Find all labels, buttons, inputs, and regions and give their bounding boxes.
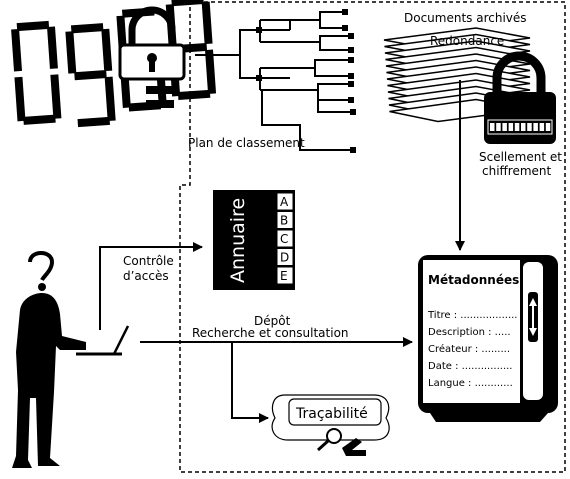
seal-label-line1: Scellement et (479, 150, 562, 164)
traceability-label: Traçabilité (295, 406, 368, 422)
digit-0 (11, 20, 62, 125)
seal-slot (490, 123, 495, 131)
directory-tab-letter: D (280, 251, 289, 265)
directory-title: Annuaire (227, 198, 249, 283)
seal-label-line2: chiffrement (482, 164, 552, 178)
seal-slot (521, 123, 526, 131)
seal-slot (533, 123, 538, 131)
directory-tab-letter: B (280, 214, 288, 228)
access-label-line2: d’accès (123, 269, 169, 283)
seal-lock-icon (484, 51, 556, 144)
seal-slot (527, 123, 532, 131)
directory-tab (276, 211, 294, 229)
directory-tab-letter: C (280, 232, 288, 246)
directory-tab (276, 192, 294, 211)
seal-slot (502, 123, 507, 131)
tree-leaf-dots (256, 9, 356, 153)
directory-tab-letter: A (280, 195, 289, 209)
seal-slot-band (487, 119, 553, 135)
directory-tab (276, 229, 294, 248)
system-boundary (179, 1, 566, 473)
access-label-line1: Contrôle (123, 254, 174, 268)
metadata-field: Description : ..... (428, 327, 511, 338)
seven-segment-digits (11, 0, 217, 128)
directory-tab-letter: E (280, 269, 288, 283)
classification-tree-icon (195, 11, 352, 151)
metadata-field: Date : ................ (428, 361, 513, 372)
directory-tab (276, 266, 294, 285)
seal-slot (514, 123, 520, 131)
search-label: Recherche et consultation (192, 326, 349, 340)
seal-slot (508, 123, 514, 131)
metadata-field: Titre : .................. (427, 310, 518, 321)
equals-sign (146, 86, 174, 108)
padlock-icon (118, 6, 186, 81)
metadata-field: Créateur : ......... (428, 343, 510, 355)
seal-slot (545, 123, 551, 131)
traceability-panel (271, 394, 390, 441)
plan-label: Plan de classement (188, 136, 305, 150)
deposit-label: Dépôt (254, 314, 291, 328)
magnifier-icon (316, 428, 342, 452)
pointing-hand-icon (342, 438, 366, 456)
person-with-laptop-icon (12, 251, 130, 468)
metadata-window (418, 255, 558, 422)
seal-slot (539, 123, 545, 131)
metadata-field: Langue : ............ (428, 378, 513, 389)
metadata-title: Métadonnées (428, 273, 519, 287)
digit-9 (65, 23, 116, 128)
arrow-traceability (231, 342, 269, 423)
documents-label: Documents archivés (404, 11, 527, 25)
redundancy-label: Redondance (430, 34, 504, 48)
directory-tab (276, 248, 294, 266)
arrow-access-control (99, 242, 203, 330)
seal-slot (496, 123, 501, 131)
